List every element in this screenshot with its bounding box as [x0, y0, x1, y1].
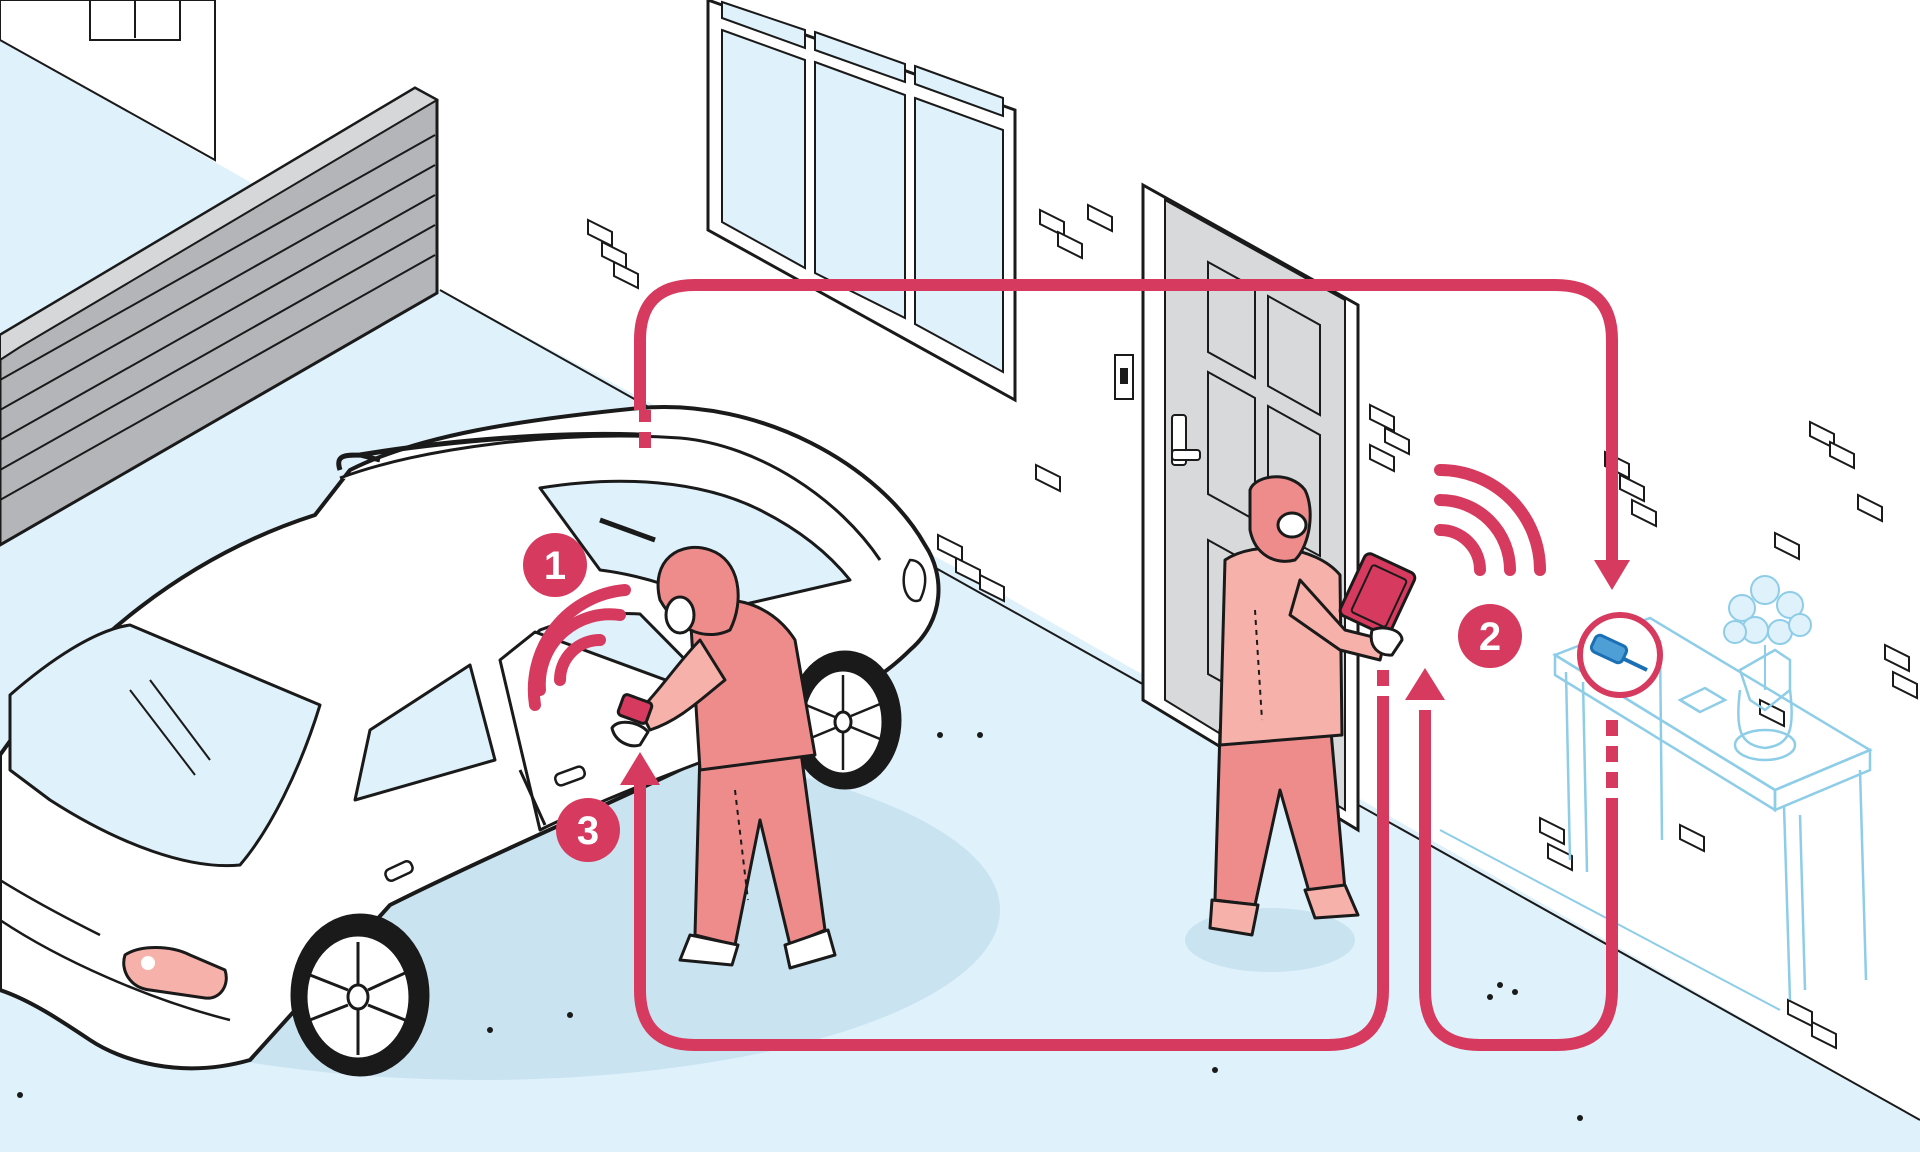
arrow-up-to-car	[620, 752, 660, 785]
garage-door	[0, 86, 440, 547]
step-number-3: 3	[577, 809, 599, 853]
flowers	[1723, 575, 1812, 690]
floor-dots	[17, 732, 1583, 1121]
rear-wheel	[290, 913, 430, 1077]
key-fob	[1577, 612, 1663, 698]
path-top	[634, 279, 1618, 560]
arrow-down-to-key	[1594, 560, 1630, 590]
thief1-shoe-left	[678, 933, 740, 967]
thief1-arm	[638, 638, 727, 732]
rear-windshield	[8, 623, 322, 868]
step-number-2: 2	[1479, 615, 1501, 659]
wifi-signal-icon	[1434, 464, 1546, 576]
step-number-1: 1	[544, 544, 566, 588]
smartphone-icon	[616, 693, 654, 725]
thief2-arm	[1288, 578, 1387, 662]
rear-side-window	[353, 663, 497, 802]
thief2-shoe-left	[1208, 898, 1260, 937]
house-window	[706, 0, 1017, 403]
step-badge-1: 1	[523, 533, 587, 597]
key-fob-icon	[1589, 633, 1648, 672]
brick-accents	[587, 203, 1918, 1050]
thief1-shoe-right	[783, 928, 837, 970]
wifi-signal-icon	[527, 584, 631, 711]
arrow-up-to-relay	[1405, 668, 1445, 700]
roof-rack	[336, 431, 641, 471]
arrowheads	[620, 560, 1630, 785]
trunk-line	[0, 878, 101, 937]
door-handle-car	[554, 765, 586, 787]
step-badge-2: 2	[1458, 604, 1522, 668]
path-up-to-relay	[1419, 710, 1618, 1051]
thief2-shoe-right	[1303, 883, 1360, 920]
step-badge-3: 3	[556, 798, 620, 862]
relay-signal-path	[634, 279, 1618, 1051]
thief-with-relay	[1185, 475, 1417, 972]
back-building	[0, 0, 216, 162]
mirror	[902, 558, 927, 603]
thief-at-car	[610, 545, 855, 1013]
thief2-torso	[1218, 546, 1344, 747]
path-bottom	[634, 700, 1389, 1051]
bumper	[0, 918, 231, 1022]
